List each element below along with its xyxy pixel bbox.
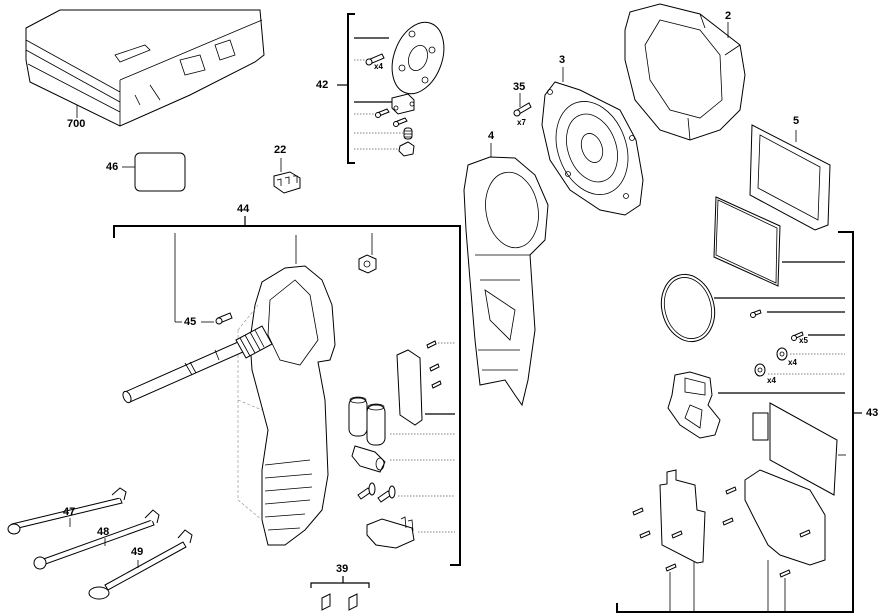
part-lcd-panel[interactable] [752,402,838,496]
callout-700: 700 [67,118,86,130]
part-mount-ring[interactable] [383,15,453,101]
callout-5: 5 [793,115,800,127]
bracket-42 [347,13,355,164]
part-shield-screws[interactable] [632,486,811,578]
callout-47: 47 [63,506,76,518]
part-thumb-screws[interactable] [357,482,396,503]
callout-43: 43 [866,407,879,419]
callout-49: 49 [131,546,144,558]
qty-kit42-screw: x4 [374,62,383,71]
bracket-39 [310,582,370,588]
part-nuts-x4[interactable] [754,363,766,377]
callout-4: 4 [488,130,495,142]
qty-kit43-screw: x5 [799,336,808,345]
bracket-44 [113,225,461,566]
part-label-plate[interactable] [134,152,186,192]
part-probe-hook-47[interactable] [7,487,127,535]
part-pcb-screws[interactable] [426,340,442,389]
part-bracket-clip[interactable] [391,93,415,115]
part-connector-block[interactable] [273,171,301,194]
callout-48: 48 [97,526,110,538]
part-hex-nut[interactable] [358,254,377,274]
part-battery-tubes[interactable] [348,396,386,446]
part-display-frame[interactable] [749,124,831,231]
part-small-screw-a[interactable] [375,108,390,118]
part-switch[interactable] [366,516,415,549]
part-probe-mirror-49[interactable] [88,529,193,600]
callout-42: 42 [316,79,329,91]
part-shield-plate-left[interactable] [659,469,706,564]
part-housing-frame[interactable] [624,3,746,141]
part-handle-body[interactable] [237,265,336,546]
callout-44: 44 [237,203,250,215]
callout-46: 46 [106,161,119,173]
part-spring[interactable] [403,127,413,140]
part-rear-cover-plate[interactable] [541,81,644,216]
part-sensor-block[interactable] [667,371,721,439]
part-clips-39[interactable] [321,593,358,611]
qty-kit43-washer: x4 [788,358,797,367]
part-probe-magnet-48[interactable] [33,509,160,570]
callout-2: 2 [725,10,732,22]
part-set-screw-45[interactable] [215,312,233,325]
qty-screw35: x7 [517,118,526,127]
callout-35: 35 [513,81,526,93]
callout-3: 3 [559,54,566,66]
qty-kit43-nut: x4 [767,376,776,385]
part-housing-shell[interactable] [463,156,549,407]
part-small-screw-43[interactable] [750,309,762,318]
part-pcb-board[interactable] [396,349,423,426]
part-screw-42[interactable] [365,53,385,66]
part-display-gasket[interactable] [713,196,781,287]
callout-22: 22 [274,144,287,156]
part-carrying-case[interactable] [25,9,265,127]
part-spacer[interactable] [351,445,386,473]
bracket-43 [616,231,854,613]
callout-45: 45 [184,316,197,328]
part-screw-35[interactable] [513,102,532,117]
part-small-screw-b[interactable] [393,117,408,127]
callout-39: 39 [336,563,349,575]
part-knob[interactable] [398,141,415,157]
part-shaft[interactable] [121,325,273,404]
part-o-ring[interactable] [654,268,722,347]
part-shield-plate-right[interactable] [744,469,826,566]
part-screws-x5[interactable] [791,331,804,341]
part-washers-x4[interactable] [776,347,788,361]
